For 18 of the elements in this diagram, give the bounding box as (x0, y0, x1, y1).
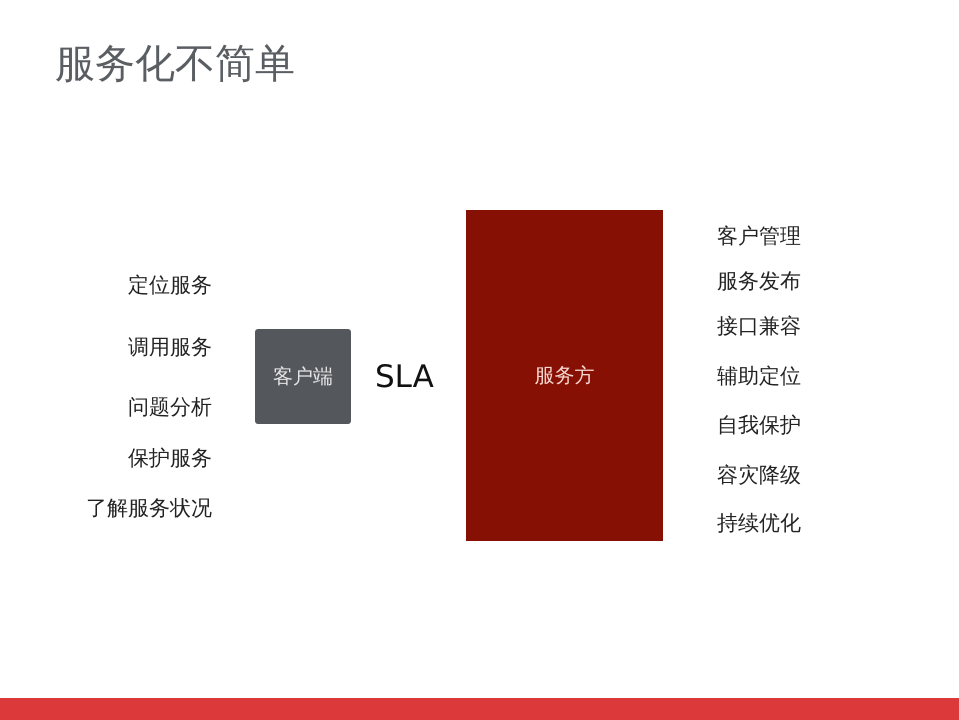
sla-label: SLA (375, 358, 434, 396)
list-item: 服务发布 (717, 268, 801, 294)
list-item: 容灾降级 (717, 462, 801, 488)
list-item: 了解服务状况 (86, 495, 212, 521)
list-item: 问题分析 (128, 394, 212, 420)
slide-title: 服务化不简单 (55, 40, 295, 88)
list-item: 自我保护 (717, 412, 801, 438)
list-item: 客户管理 (717, 223, 801, 249)
provider-box (466, 210, 663, 541)
list-item: 持续优化 (717, 510, 801, 536)
list-item: 辅助定位 (717, 363, 801, 389)
list-item: 保护服务 (128, 445, 212, 471)
box-label: 客户端 (273, 364, 333, 389)
list-item: 定位服务 (128, 272, 212, 298)
list-item: 接口兼容 (717, 313, 801, 339)
box-label: 服务方 (534, 363, 594, 388)
client-box (255, 329, 351, 424)
list-item: 调用服务 (128, 334, 212, 360)
